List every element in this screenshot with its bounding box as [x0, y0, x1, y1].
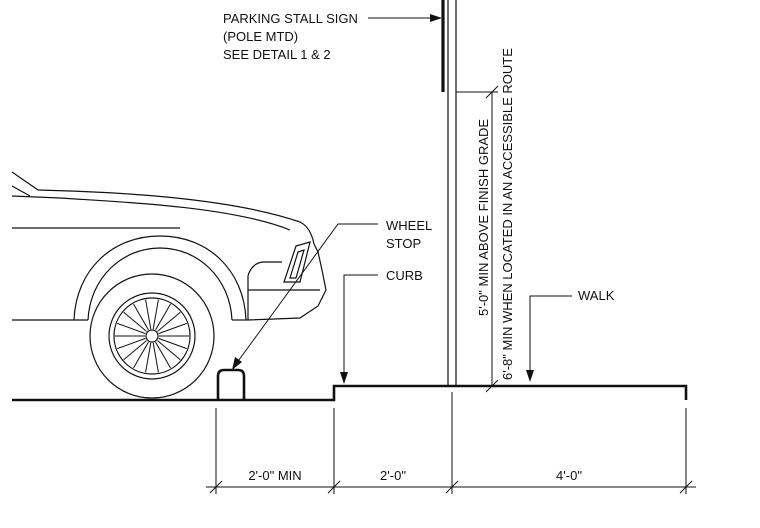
height-dimension — [485, 85, 499, 393]
wheel-spoke — [123, 340, 147, 361]
wheel-stop-label-line1: WHEEL — [386, 218, 432, 233]
wheel-stop — [216, 368, 246, 400]
sign-pole — [441, 0, 498, 386]
wheel-spoke — [155, 303, 171, 331]
wheel-spoke — [145, 342, 152, 373]
ground-profile — [12, 384, 688, 402]
dimension-curb-to-pole: 2'-0" — [380, 468, 406, 483]
wheel-spoke — [157, 340, 181, 361]
bottom-dimension-line — [206, 392, 696, 494]
wheel-spoke — [117, 322, 146, 335]
height-note-line1: 5'-0" MIN ABOVE FINISH GRADE — [476, 119, 491, 316]
wheel-stop-label-line2: STOP — [386, 236, 421, 251]
wheel-spoke — [158, 322, 187, 335]
wheel-spoke — [117, 337, 146, 350]
curb-label: CURB — [386, 268, 423, 283]
sign-label-line2: (POLE MTD) — [223, 29, 298, 44]
wheel-spoke — [123, 311, 147, 332]
wheel-spoke — [133, 341, 149, 369]
wheel-spoke — [145, 299, 152, 330]
wheel-spoke — [158, 337, 187, 350]
wheel-spoke — [155, 341, 171, 369]
wheel-spokes — [115, 299, 189, 373]
height-note-line2: 6'-8" MIN WHEN LOCATED IN AN ACCESSIBLE … — [500, 48, 515, 380]
dimension-pole-to-walk-edge: 4'-0" — [556, 468, 582, 483]
sign-label-line3: SEE DETAIL 1 & 2 — [223, 47, 331, 62]
sign-label-line1: PARKING STALL SIGN — [223, 11, 358, 26]
car-illustration — [11, 171, 327, 399]
wheel-spoke — [152, 299, 159, 330]
wheel-spoke — [157, 311, 181, 332]
wheel-spoke — [133, 303, 149, 331]
dimension-wheel-stop-to-curb: 2'-0" MIN — [248, 468, 301, 483]
wheel-spoke — [152, 342, 159, 373]
walk-label: WALK — [578, 288, 615, 303]
